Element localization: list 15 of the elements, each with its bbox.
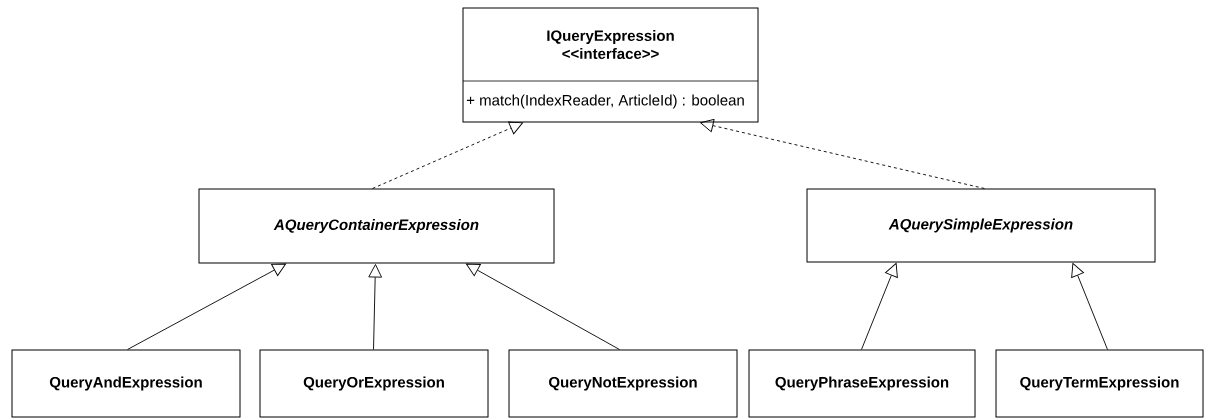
realization-arrow <box>700 118 985 189</box>
class-box: QueryTermExpression <box>995 349 1204 418</box>
class-box: IQueryExpression <<interface>> + match(IndexReader, ArticleId) : boolean <box>462 7 759 123</box>
inheritance-arrow <box>861 263 898 350</box>
class-box: QueryPhraseExpression <box>748 349 976 418</box>
class-box: QueryNotExpression <box>508 349 738 418</box>
realization-arrow <box>372 121 524 189</box>
class-box: AQueryContainerExpression <box>198 188 555 264</box>
inheritance-arrow <box>465 263 620 350</box>
inheritance-arrow <box>368 264 382 350</box>
class-box: QueryAndExpression <box>11 349 241 418</box>
class-box: AQuerySimpleExpression <box>806 188 1156 263</box>
inheritance-arrow <box>127 263 287 350</box>
class-box: QueryOrExpression <box>259 349 489 418</box>
inheritance-arrow <box>1071 263 1108 350</box>
